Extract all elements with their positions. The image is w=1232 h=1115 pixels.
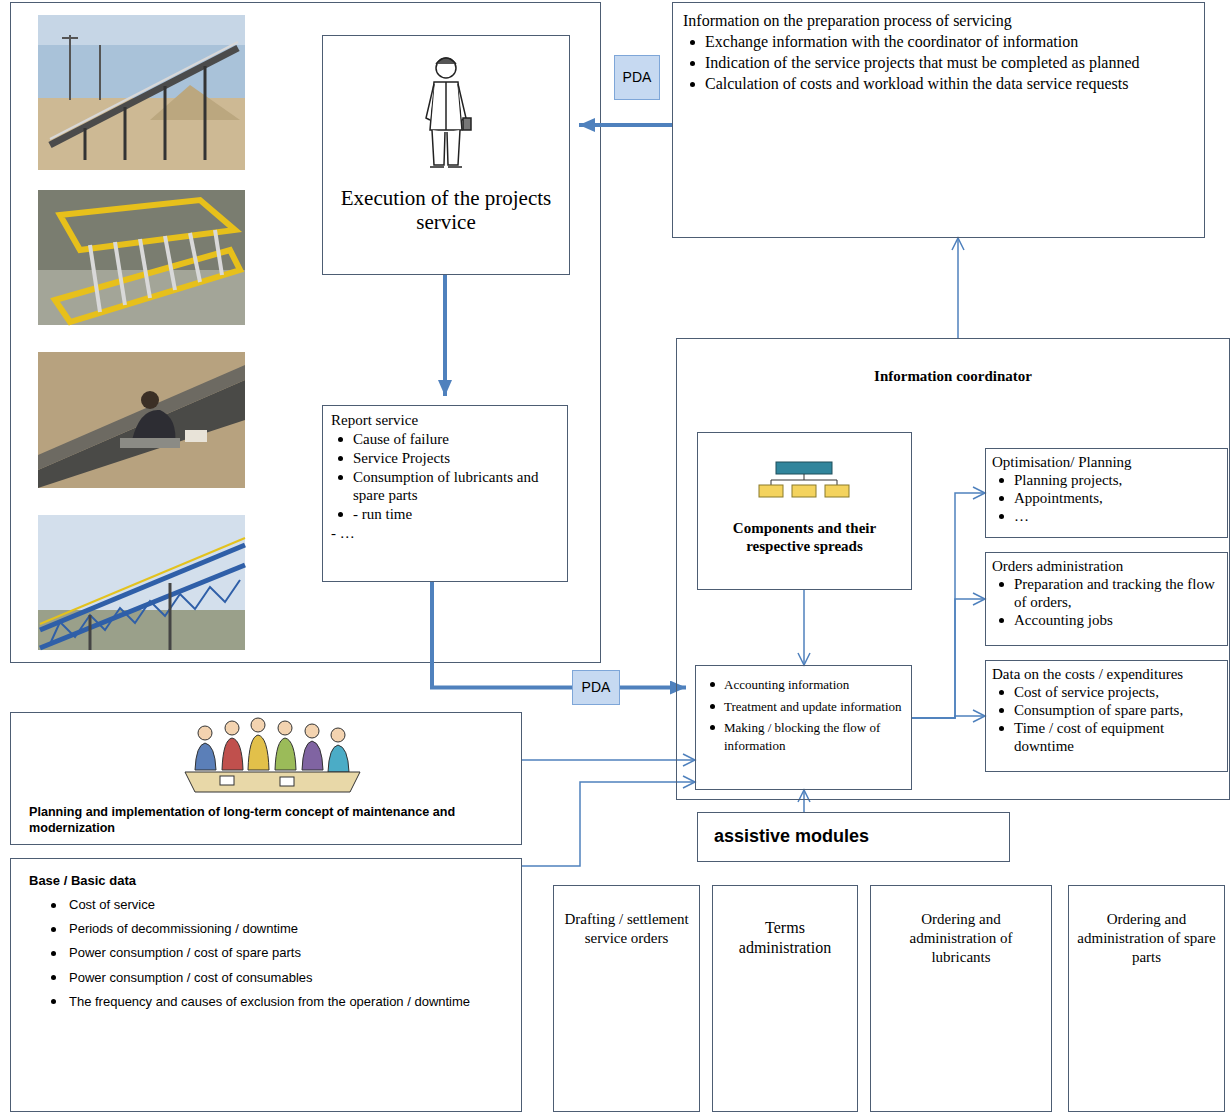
bullet-item: Exchange information with the coordinato…: [683, 32, 1194, 52]
bullet-item: Accounting jobs: [992, 611, 1221, 629]
flow-arrow: [522, 782, 695, 866]
bullet-item: Preparation and tracking the flow of ord…: [992, 575, 1221, 611]
device-label: PDA: [582, 679, 611, 696]
box-label: assistive modules: [714, 826, 993, 848]
meeting-illustration: [185, 718, 360, 792]
module-box: Ordering and administration of spare par…: [1068, 885, 1225, 1112]
box-label: Execution of the projects service: [333, 186, 559, 234]
box-heading: Orders administration: [992, 557, 1221, 575]
truss-conveyor-photo: [38, 515, 245, 650]
box-heading: Data on the costs / expenditures: [992, 665, 1221, 683]
box-label: Components and their respective spreads: [706, 519, 903, 555]
box-heading: Base / Basic data: [29, 871, 503, 891]
bullet-item: - run time: [331, 505, 559, 523]
box-label: Ordering and administration of lubricant…: [879, 910, 1043, 966]
box-label: Drafting / settlement service orders: [562, 910, 691, 948]
bullet-item: Cost of service projects,: [992, 683, 1221, 701]
costs-box: Data on the costs / expendituresCost of …: [985, 660, 1228, 772]
bullet-item: Cause of failure: [331, 430, 559, 448]
box-label: Ordering and administration of spare par…: [1077, 910, 1216, 966]
bullet-item: The frequency and causes of exclusion fr…: [29, 992, 503, 1012]
planning-box: Optimisation/ PlanningPlanning projects,…: [985, 448, 1228, 538]
bullet-item: Periods of decommissioning / downtime: [29, 919, 503, 939]
info-box: Information on the preparation process o…: [672, 2, 1205, 238]
flow-arrow: [803, 590, 805, 665]
bullet-item: Treatment and update information: [704, 698, 903, 716]
bullet-item: Cost of service: [29, 895, 503, 915]
box-heading: Report service: [331, 411, 559, 429]
bullet-item: Time / cost of equipment downtime: [992, 719, 1221, 755]
box-label: Information coordinator: [687, 367, 1219, 385]
bullet-item: Accounting information: [704, 676, 903, 694]
field-panel: [11, 3, 601, 663]
module-group-box: assistive modules: [697, 812, 1010, 862]
bullet-item: Appointments,: [992, 489, 1221, 507]
bullet-item: Calculation of costs and workload within…: [683, 74, 1194, 94]
pda-tag: PDA: [614, 55, 660, 100]
flow-arrow: [803, 790, 805, 812]
bullet-item: Consumption of lubricants and spare part…: [331, 468, 559, 504]
concept-box: Planning and implementation of long-term…: [10, 712, 522, 845]
flow-arrow: [522, 759, 695, 761]
bullet-item: Indication of the service projects that …: [683, 53, 1194, 73]
report-box: Report serviceCause of failureService Pr…: [322, 405, 568, 582]
flow-arrow: [432, 582, 572, 688]
box-heading: Information on the preparation process o…: [683, 11, 1194, 31]
flow-arrow: [957, 238, 959, 338]
flow-arrow: [912, 716, 985, 718]
box-heading: Optimisation/ Planning: [992, 453, 1221, 471]
worker-icon: [426, 58, 471, 167]
bullet-item: Consumption of spare parts,: [992, 701, 1221, 719]
base-data-box: Base / Basic dataCost of servicePeriods …: [10, 858, 522, 1112]
hub-box: Accounting informationTreatment and upda…: [695, 665, 912, 790]
belt-repair-photo: [38, 352, 245, 488]
bullet-item: Making / blocking the flow of informatio…: [704, 719, 903, 754]
hierarchy-icon: [759, 462, 849, 497]
conveyor-photo: [38, 15, 245, 170]
roller-frame-photo: [38, 190, 245, 325]
box-label: - …: [331, 524, 559, 542]
flow-arrow: [443, 275, 447, 396]
module-box: Terms administration: [712, 885, 858, 1112]
bullet-item: Service Projects: [331, 449, 559, 467]
flow-arrow: [912, 599, 985, 718]
flow-arrow: [579, 123, 672, 127]
box-label: Planning and implementation of long-term…: [29, 805, 503, 836]
bullet-item: Planning projects,: [992, 471, 1221, 489]
module-box: Ordering and administration of lubricant…: [870, 885, 1052, 1112]
process-box: Execution of the projects service: [322, 35, 570, 275]
box-label: Terms administration: [721, 918, 849, 958]
module-box: Drafting / settlement service orders: [553, 885, 700, 1112]
device-label: PDA: [623, 69, 652, 86]
bullet-item: Power consumption / cost of spare parts: [29, 943, 503, 963]
coordinator-panel: Information coordinatorComponents and th…: [676, 338, 1230, 800]
flow-arrow: [912, 493, 985, 718]
bullet-item: Power consumption / cost of consumables: [29, 968, 503, 988]
orders-box: Orders administrationPreparation and tra…: [985, 552, 1228, 646]
pda-tag: PDA: [572, 670, 620, 705]
bullet-item: …: [992, 507, 1221, 525]
component-box: Components and their respective spreads: [697, 432, 912, 590]
